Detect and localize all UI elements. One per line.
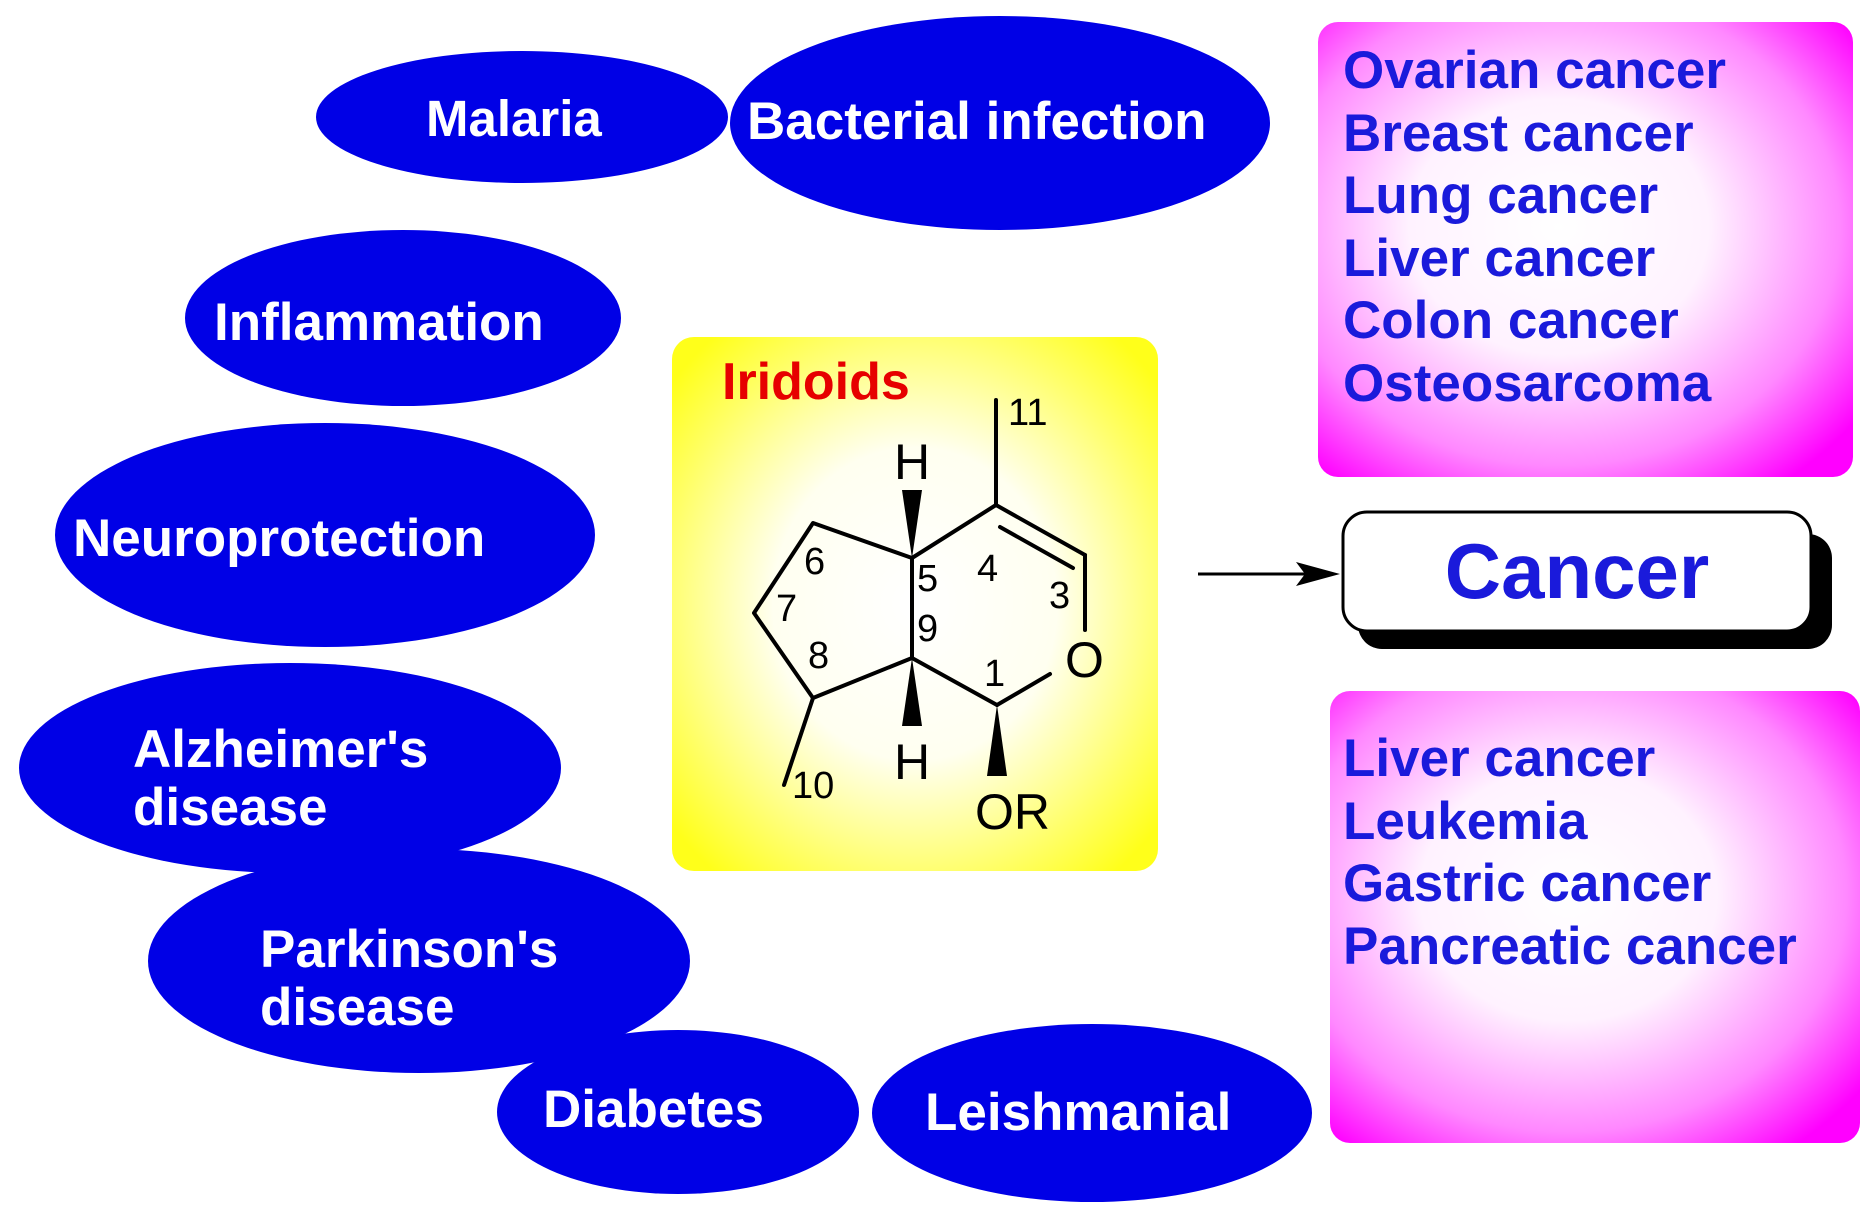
- cancer-list-item: Ovarian cancer: [1343, 41, 1727, 100]
- ellipse-parkinsons: [148, 849, 690, 1073]
- cancer-list-bottom: Liver cancer Leukemia Gastric cancer Pan…: [1343, 728, 1797, 978]
- iridoid-structure: [752, 398, 1087, 787]
- cancer-list-box-bottom: [1330, 691, 1860, 1143]
- cancer-box: [1341, 510, 1813, 633]
- label-leishmanial: Leishmanial: [925, 1083, 1232, 1142]
- atom-h-top: H: [894, 434, 931, 490]
- cancer-list-item: Lung cancer: [1343, 166, 1659, 225]
- locant-6: 6: [804, 541, 826, 583]
- locant-1: 1: [984, 653, 1006, 695]
- label-parkinsons: Parkinson's disease: [260, 921, 558, 1037]
- cancer-label: Cancer: [1444, 526, 1710, 615]
- cancer-list-item: Leukemia: [1343, 791, 1588, 851]
- ellipse-neuroprotection: [55, 423, 595, 647]
- cancer-list-item: Colon cancer: [1343, 291, 1679, 350]
- locant-3: 3: [1049, 575, 1071, 617]
- cancer-list-item: Pancreatic cancer: [1343, 916, 1797, 976]
- label-diabetes: Diabetes: [543, 1080, 764, 1139]
- atom-h-bottom: H: [894, 734, 931, 790]
- label-neuroprotection: Neuroprotection: [73, 509, 486, 568]
- wedge-bond-h-bottom: [902, 658, 922, 726]
- label-malaria: Malaria: [426, 90, 602, 147]
- label-alzheimers: Alzheimer's disease: [133, 721, 428, 837]
- cancer-list-top: Ovarian cancer Breast cancer Lung cancer…: [1343, 40, 1726, 415]
- ellipse-diabetes: [497, 1030, 859, 1194]
- wedge-bond-h-top: [902, 490, 922, 558]
- label-alzheimers-line1: Alzheimer's: [133, 720, 429, 779]
- locant-4: 4: [977, 548, 999, 590]
- cancer-list-item: Gastric cancer: [1343, 854, 1712, 913]
- cancer-list-item: Liver cancer: [1343, 228, 1656, 288]
- cancer-list-item: Liver cancer: [1343, 729, 1656, 788]
- locant-8: 8: [808, 635, 830, 677]
- label-bacterial-infection: Bacterial infection: [747, 92, 1207, 151]
- iridoids-title: Iridoids: [722, 353, 910, 411]
- locant-10: 10: [792, 765, 835, 807]
- locant-5: 5: [917, 558, 939, 600]
- locant-9: 9: [917, 608, 939, 650]
- ellipse-bacterial-infection: [730, 16, 1270, 230]
- atom-or-group: OR: [975, 784, 1050, 840]
- ellipse-malaria: [316, 51, 728, 183]
- ellipse-inflammation: [185, 230, 621, 406]
- label-parkinsons-line2: disease: [260, 978, 455, 1037]
- ellipse-leishmanial: [872, 1024, 1312, 1202]
- iridoids-box: [672, 337, 1158, 871]
- locant-11: 11: [1008, 392, 1048, 434]
- locant-7: 7: [776, 588, 798, 630]
- arrow-head: [1296, 562, 1340, 586]
- label-alzheimers-line2: disease: [133, 778, 328, 837]
- atom-oxygen: O: [1065, 632, 1104, 688]
- cancer-list-item: Breast cancer: [1343, 103, 1694, 163]
- ellipse-alzheimers: [19, 663, 561, 873]
- label-inflammation: Inflammation: [214, 293, 544, 352]
- cancer-list-box-top: [1318, 22, 1853, 477]
- cancer-list-item: Osteosarcoma: [1343, 353, 1712, 413]
- wedge-bond-or: [987, 705, 1007, 776]
- label-parkinsons-line1: Parkinson's: [260, 920, 559, 979]
